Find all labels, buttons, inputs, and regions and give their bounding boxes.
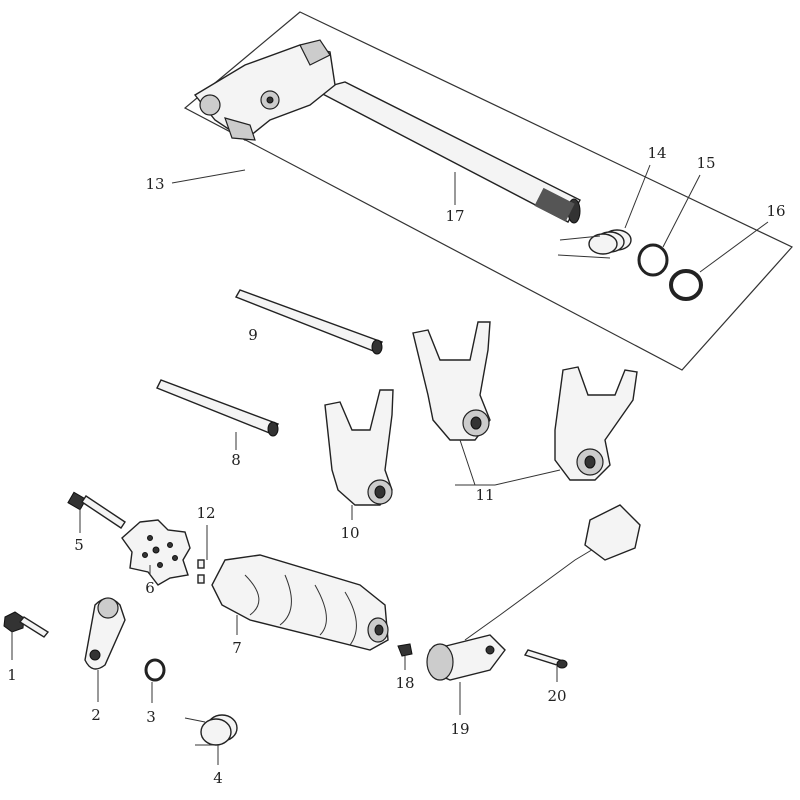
label-15: 15 bbox=[696, 154, 715, 172]
part-10-shift-fork[interactable] bbox=[324, 389, 394, 506]
part-11-shift-fork-a[interactable] bbox=[412, 321, 491, 441]
part-7-shift-drum[interactable] bbox=[211, 554, 389, 651]
part-17-shift-shaft[interactable] bbox=[313, 81, 581, 224]
label-18: 18 bbox=[395, 674, 414, 692]
label-4: 4 bbox=[213, 769, 223, 787]
label-1: 1 bbox=[7, 666, 17, 684]
part-3-washer[interactable] bbox=[144, 658, 166, 682]
part-6-star-plate[interactable] bbox=[121, 519, 191, 586]
label-2: 2 bbox=[91, 706, 101, 724]
part-1-bolt[interactable] bbox=[3, 611, 50, 638]
label-11: 11 bbox=[475, 486, 494, 504]
part-19-gear-position-switch[interactable] bbox=[426, 504, 641, 681]
label-3: 3 bbox=[146, 708, 156, 726]
part-4-spring[interactable] bbox=[184, 714, 238, 746]
part-12-pin[interactable] bbox=[197, 559, 205, 584]
label-12: 12 bbox=[196, 504, 215, 522]
label-5: 5 bbox=[74, 536, 84, 554]
label-10: 10 bbox=[340, 524, 359, 542]
part-18-clip[interactable] bbox=[397, 643, 413, 657]
part-11-shift-fork-b[interactable] bbox=[554, 366, 638, 481]
label-19: 19 bbox=[450, 720, 469, 738]
label-14: 14 bbox=[647, 144, 666, 162]
assembly-panel bbox=[183, 11, 793, 371]
label-16: 16 bbox=[766, 202, 785, 220]
part-5-bolt[interactable] bbox=[67, 491, 126, 529]
label-20: 20 bbox=[547, 687, 566, 705]
part-14-return-spring[interactable] bbox=[557, 229, 632, 259]
part-20-screw[interactable] bbox=[523, 649, 568, 669]
label-17: 17 bbox=[445, 207, 464, 225]
part-9-fork-shaft[interactable] bbox=[234, 289, 384, 355]
label-9: 9 bbox=[248, 326, 258, 344]
part-13-shift-arm[interactable] bbox=[193, 39, 336, 141]
label-13: 13 bbox=[145, 175, 164, 193]
label-6: 6 bbox=[145, 579, 155, 597]
part-8-fork-shaft[interactable] bbox=[156, 379, 280, 437]
part-15-circlip[interactable] bbox=[637, 243, 669, 277]
label-8: 8 bbox=[231, 451, 241, 469]
leader-lines bbox=[11, 164, 769, 765]
label-7: 7 bbox=[232, 639, 242, 657]
part-16-washer[interactable] bbox=[669, 269, 703, 301]
part-2-stopper-arm[interactable] bbox=[84, 597, 126, 670]
